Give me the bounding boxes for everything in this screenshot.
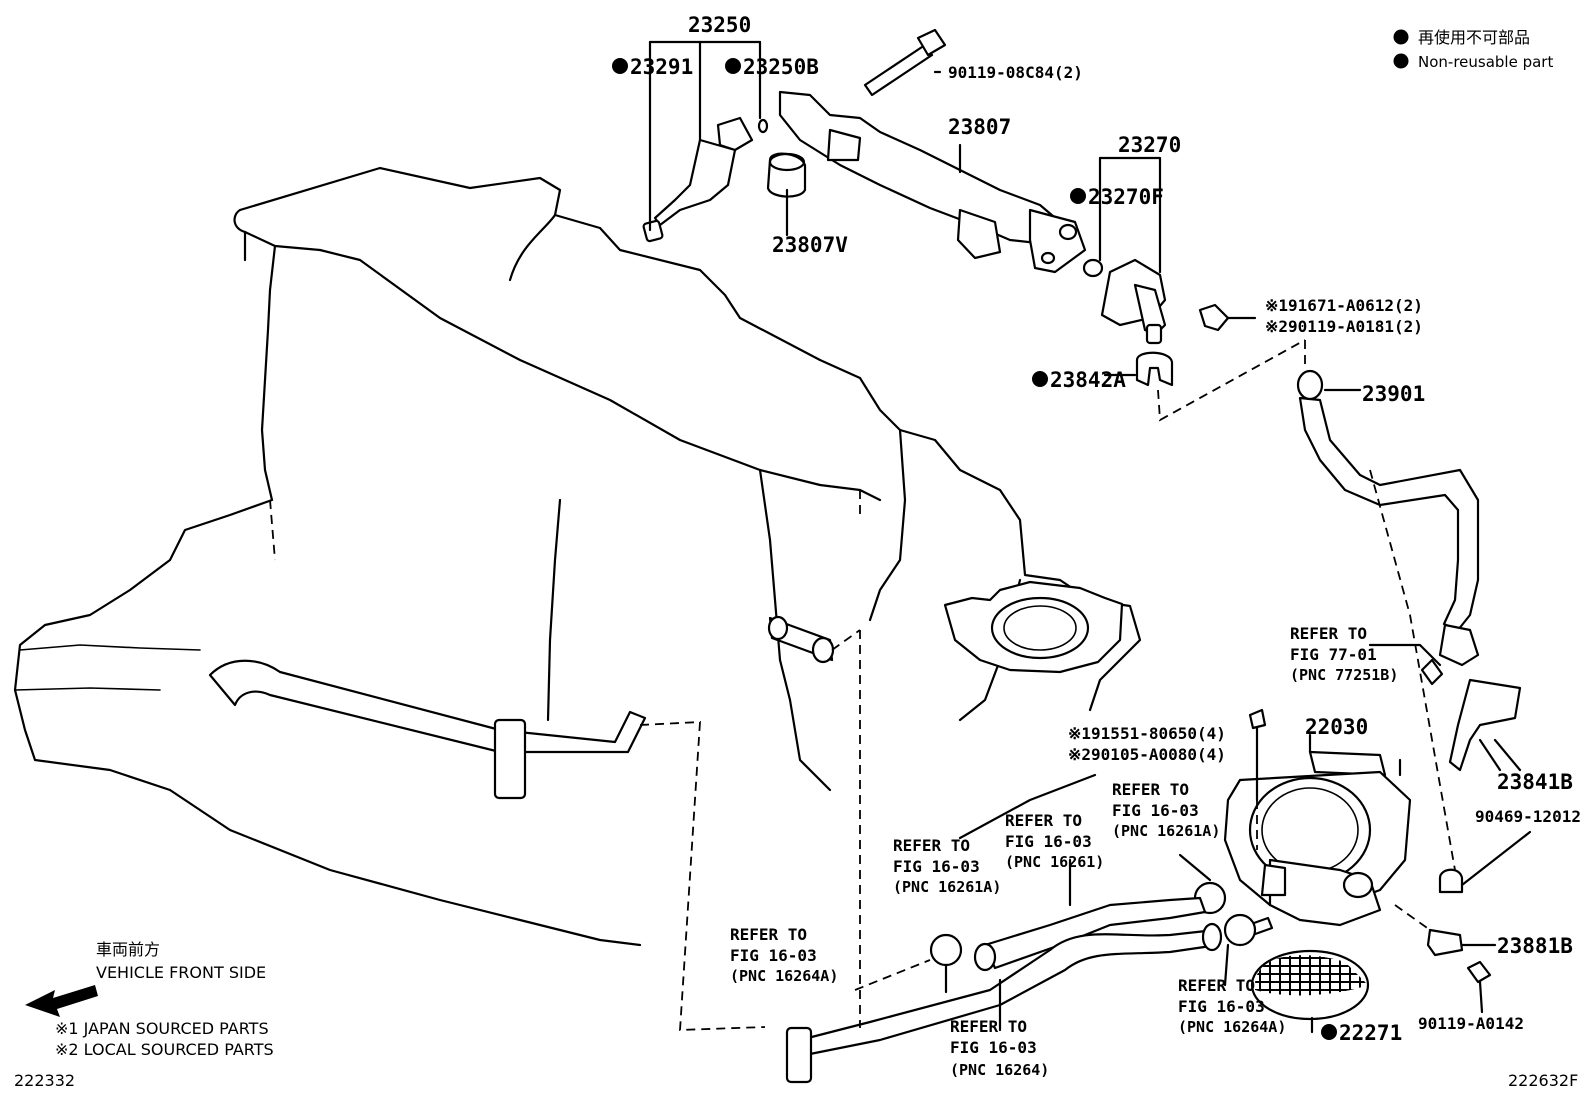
- water-hoses: [785, 858, 1223, 1084]
- front-jp: 車両前方: [96, 940, 160, 959]
- part-label-22030: 22030: [1305, 715, 1368, 739]
- bracket-23841b: [1448, 678, 1522, 772]
- refer-to-label[interactable]: REFER TO: [1005, 811, 1082, 830]
- non-reusable-dot-icon: [612, 58, 628, 74]
- non-reusable-dot-icon: [1032, 371, 1048, 387]
- figure-code-right: 222632F: [1508, 1071, 1578, 1090]
- part-label-23270f: 23270F: [1088, 185, 1164, 209]
- throttle-body: [1223, 708, 1412, 940]
- part-label-90119-a0142: 90119-A0142: [1418, 1014, 1524, 1033]
- refer-to-label[interactable]: REFER TO: [950, 1017, 1027, 1036]
- part-label-23270: 23270: [1118, 133, 1181, 157]
- note-local-sourced: ※2 LOCAL SOURCED PARTS: [55, 1040, 274, 1059]
- fuel-rail: [766, 28, 1087, 274]
- part-label-290105: ※290105-A0080(4): [1068, 745, 1226, 764]
- refer-fig-label[interactable]: FIG 16-03: [1178, 997, 1265, 1016]
- fuel-inlet: [1082, 156, 1306, 422]
- lower-left-pipe: [208, 659, 766, 1031]
- refer-fig-label[interactable]: FIG 16-03: [950, 1038, 1037, 1057]
- dashed-connectors: [831, 629, 1402, 1028]
- part-label-23291: 23291: [630, 55, 693, 79]
- part-label-90119-08c84: 90119-08C84(2): [948, 63, 1083, 82]
- refer-to-label[interactable]: REFER TO: [1112, 780, 1189, 799]
- refer-fig-label[interactable]: FIG 16-03: [1005, 832, 1092, 851]
- legend-jp: 再使用不可部品: [1418, 28, 1530, 47]
- part-label-90469-12012: 90469-12012: [1475, 807, 1581, 826]
- refer-fig-label[interactable]: FIG 16-03: [730, 946, 817, 965]
- refer-fig-label[interactable]: FIG 16-03: [1112, 801, 1199, 820]
- refer-pnc-label: (PNC 16264A): [1178, 1018, 1286, 1036]
- refer-pnc-label: (PNC 16264A): [730, 967, 838, 985]
- part-label-23807v: 23807V: [772, 233, 848, 257]
- non-reusable-dot-icon: [1321, 1024, 1337, 1040]
- refer-to-label[interactable]: REFER TO: [730, 925, 807, 944]
- legend-en: Non-reusable part: [1418, 53, 1553, 71]
- refer-fig-label[interactable]: FIG 16-03: [893, 857, 980, 876]
- engine-outline: [13, 166, 1142, 947]
- non-reusable-dot-icon: [1070, 188, 1086, 204]
- injector-assembly: [642, 40, 769, 243]
- refer-fig-label[interactable]: FIG 77-01: [1290, 645, 1377, 664]
- part-label-23901: 23901: [1362, 382, 1425, 406]
- non-reusable-dot-icon: [725, 58, 741, 74]
- refer-pnc-label: (PNC 16261A): [893, 878, 1001, 896]
- part-label-23807: 23807: [948, 115, 1011, 139]
- part-label-290119: ※290119-A0181(2): [1265, 317, 1423, 336]
- throttle-gasket: [1250, 949, 1370, 1034]
- refer-pnc-label: (PNC 16261): [1005, 853, 1104, 871]
- refer-pnc-label: (PNC 16264): [950, 1061, 1049, 1079]
- refer-to-label[interactable]: REFER TO: [893, 836, 970, 855]
- front-en: VEHICLE FRONT SIDE: [96, 963, 266, 982]
- part-label-191671: ※191671-A0612(2): [1265, 296, 1423, 315]
- non-reusable-dot-icon: [1393, 29, 1409, 45]
- part-label-23841b: 23841B: [1497, 770, 1573, 794]
- part-label-23881b: 23881B: [1497, 934, 1573, 958]
- note-japan-sourced: ※1 JAPAN SOURCED PARTS: [55, 1019, 269, 1038]
- refer-pnc-label: (PNC 77251B): [1290, 666, 1398, 684]
- refer-7701-leader: [1368, 643, 1444, 686]
- non-reusable-dot-icon: [1393, 53, 1409, 69]
- refer-to-label[interactable]: REFER TO: [1178, 976, 1255, 995]
- part-label-22271: 22271: [1339, 1021, 1402, 1045]
- part-label-23842a: 23842A: [1050, 368, 1126, 392]
- refer-to-label[interactable]: REFER TO: [1290, 624, 1367, 643]
- part-label-23250b: 23250B: [743, 55, 819, 79]
- front-arrow-icon: [25, 985, 98, 1017]
- figure-code-left: 222332: [14, 1071, 75, 1090]
- part-label-23250: 23250: [688, 13, 751, 37]
- part-label-191551: ※191551-80650(4): [1068, 724, 1226, 743]
- refer-pnc-label: (PNC 16261A): [1112, 822, 1220, 840]
